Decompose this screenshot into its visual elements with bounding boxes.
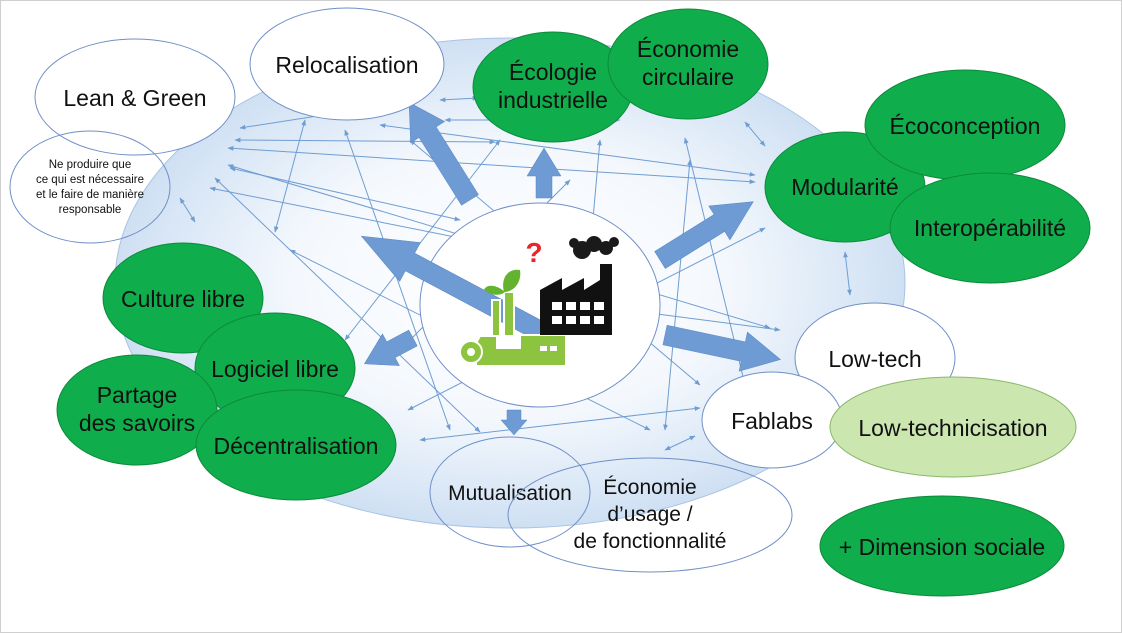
- polluting-factory-icon: [540, 236, 619, 335]
- svg-text:circulaire: circulaire: [642, 64, 734, 90]
- arrow-to-mutualisation: [500, 409, 528, 436]
- svg-text:Partage: Partage: [97, 382, 178, 408]
- svg-text:Logiciel libre: Logiciel libre: [211, 356, 339, 382]
- svg-text:Culture libre: Culture libre: [121, 286, 245, 312]
- arrow-to-ecologie: [526, 147, 562, 199]
- arrow-to-relocalisation: [408, 102, 479, 206]
- svg-text:Économie: Économie: [637, 36, 739, 62]
- node-relocalisation: Relocalisation: [249, 7, 445, 121]
- svg-text:des savoirs: des savoirs: [79, 410, 195, 436]
- svg-text:+ Dimension sociale: + Dimension sociale: [839, 534, 1045, 560]
- node-ecologie-industrielle: Écologie industrielle: [472, 31, 634, 143]
- svg-text:Interopérabilité: Interopérabilité: [914, 215, 1066, 241]
- node-decentralisation: Décentralisation: [195, 389, 397, 501]
- arrow-to-modularite: [654, 201, 754, 269]
- node-economie-circulaire: Économie circulaire: [607, 8, 769, 120]
- arrow-to-low-tech: [662, 324, 781, 372]
- svg-text:et le faire de manière: et le faire de manière: [36, 189, 144, 201]
- node-low-technicisation: Low-technicisation: [829, 376, 1077, 478]
- node-lean-green: Lean & Green: [34, 38, 236, 156]
- arrow-to-culture-libre: [364, 329, 418, 366]
- svg-text:Fablabs: Fablabs: [731, 408, 813, 434]
- svg-text:Modularité: Modularité: [791, 174, 898, 200]
- svg-text:d’usage /: d’usage /: [607, 503, 692, 526]
- svg-text:Low-tech: Low-tech: [828, 346, 921, 372]
- green-factory-icon: [459, 269, 567, 367]
- node-culture-libre: Culture libre: [102, 242, 264, 354]
- node-mutualisation: Mutualisation: [429, 436, 591, 548]
- svg-text:Écoconception: Écoconception: [890, 113, 1041, 139]
- svg-text:Ne produire que: Ne produire que: [49, 159, 131, 171]
- svg-text:industrielle: industrielle: [498, 87, 608, 113]
- svg-text:Relocalisation: Relocalisation: [275, 52, 418, 78]
- question-mark: ?: [525, 237, 542, 268]
- node-fablabs: Fablabs: [701, 371, 843, 469]
- node-ne-produire: Ne produire que ce qui est nécessaire et…: [9, 130, 171, 244]
- svg-text:Low-technicisation: Low-technicisation: [858, 415, 1047, 441]
- node-partage-savoirs: Partage des savoirs: [56, 354, 218, 466]
- svg-text:Mutualisation: Mutualisation: [448, 482, 572, 505]
- svg-text:Économie: Économie: [603, 476, 696, 499]
- svg-text:ce qui est nécessaire: ce qui est nécessaire: [36, 174, 144, 186]
- svg-text:de fonctionnalité: de fonctionnalité: [574, 530, 727, 553]
- node-ecoconception: Écoconception: [864, 69, 1066, 181]
- node-modularite: Modularité: [764, 131, 926, 243]
- svg-text:responsable: responsable: [59, 204, 122, 216]
- svg-text:Décentralisation: Décentralisation: [214, 433, 379, 459]
- node-economie-usage: Économie d’usage / de fonctionnalité: [507, 457, 793, 573]
- svg-text:Lean & Green: Lean & Green: [63, 85, 206, 111]
- svg-text:Écologie: Écologie: [509, 59, 597, 85]
- node-dimension-sociale: + Dimension sociale: [819, 495, 1065, 597]
- node-interoperabilite: Interopérabilité: [889, 172, 1091, 284]
